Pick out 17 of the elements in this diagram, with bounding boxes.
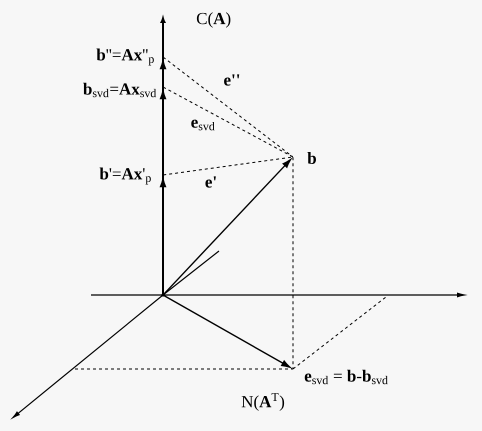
point-label: e$_{svd}$ = b-b$_{svd}$ bbox=[304, 370, 388, 384]
point-label: b''=Ax''$_{p}$ bbox=[96, 48, 154, 66]
point-label: b'=Ax'$_{p}$ bbox=[100, 168, 151, 184]
axis-label: C(A) bbox=[196, 12, 230, 28]
point-label: b bbox=[307, 152, 316, 164]
edge-label: e$_{svd}$ bbox=[191, 120, 215, 130]
edge-label: e'' bbox=[224, 74, 240, 86]
point bbox=[161, 293, 165, 297]
dashed-line bbox=[292, 156, 294, 370]
vector-arrow bbox=[162, 294, 290, 368]
dashed-line bbox=[162, 86, 294, 158]
axis-label: N(A$^{T}$) bbox=[242, 393, 284, 411]
edge-label: e' bbox=[205, 176, 216, 188]
dashed-line bbox=[162, 156, 294, 176]
dashed-line bbox=[162, 56, 294, 158]
vector-arrow bbox=[162, 159, 291, 296]
point-label: b$_{svd}$=Ax$_{svd}$ bbox=[83, 82, 156, 98]
